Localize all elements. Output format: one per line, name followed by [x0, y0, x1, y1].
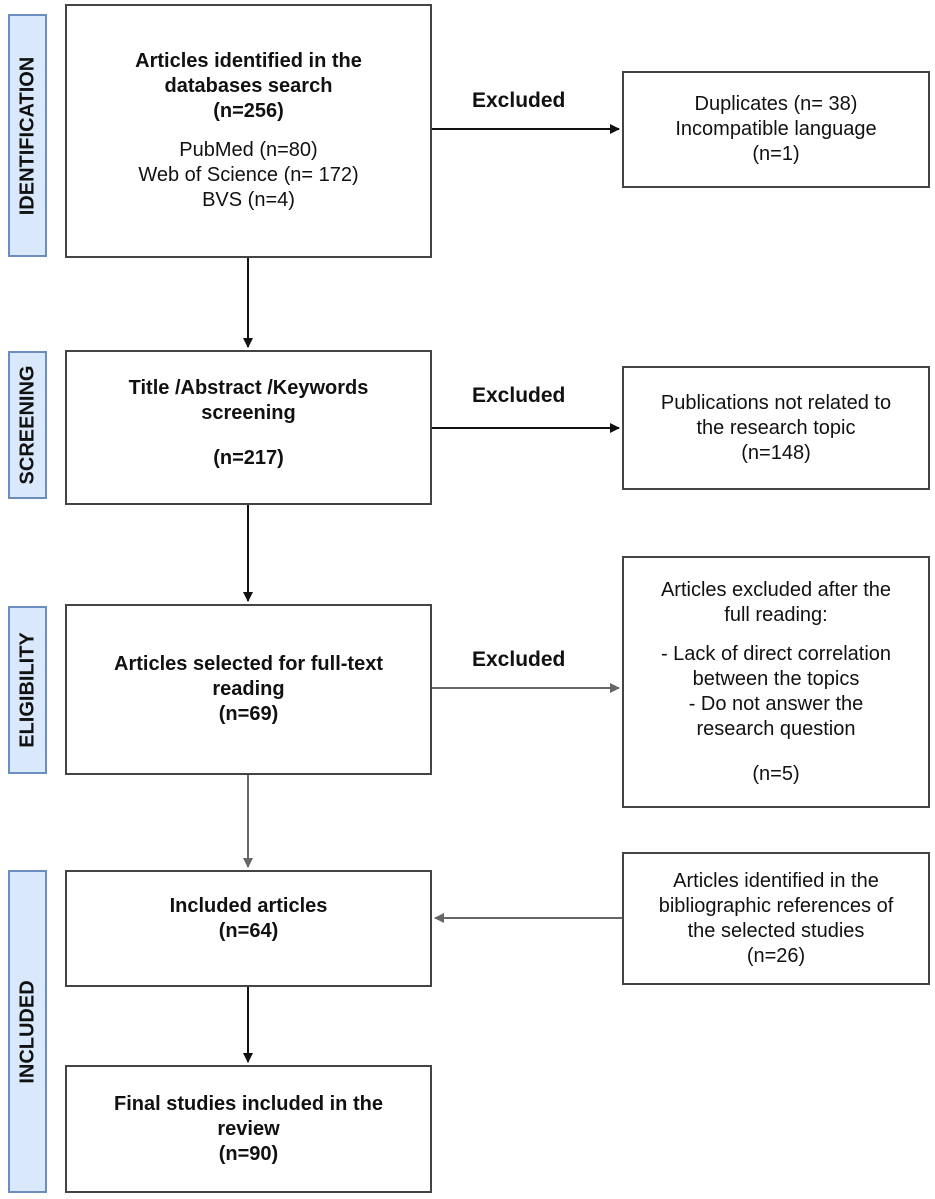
identified-title: Articles identified in the databases sea… — [135, 50, 362, 122]
excluded-topic-text: Publications not related to the research… — [660, 391, 892, 464]
box-excluded-topic: Publications not related to the research… — [622, 366, 930, 490]
stage-eligibility: ELIGIBILITY — [8, 606, 47, 774]
fulltext-title: Articles selected for full-text reading … — [114, 653, 383, 725]
box-screening: Title /Abstract /Keywords screening (n=2… — [65, 350, 432, 505]
excluded-reading-reasons: - Lack of direct correlation between the… — [660, 642, 892, 740]
box-references-added: Articles identified in the bibliographic… — [622, 852, 930, 985]
identified-sources: PubMed (n=80) Web of Science (n= 172) BV… — [138, 139, 359, 211]
stage-identification: IDENTIFICATION — [8, 14, 47, 257]
references-added-text: Articles identified in the bibliographic… — [658, 869, 894, 967]
included-title: Included articles (n=64) — [169, 895, 328, 942]
excluded-reading-count: (n=5) — [752, 762, 800, 785]
box-excluded-duplicates: Duplicates (n= 38) Incompatible language… — [622, 71, 930, 188]
screening-count: (n=217) — [213, 447, 284, 469]
excluded-label-1: Excluded — [472, 89, 566, 112]
box-final: Final studies included in the review (n=… — [65, 1065, 432, 1193]
excluded-label-2: Excluded — [472, 384, 566, 407]
excluded-duplicates-text: Duplicates (n= 38) Incompatible language… — [675, 93, 877, 165]
screening-title: Title /Abstract /Keywords screening — [128, 377, 369, 424]
box-fulltext: Articles selected for full-text reading … — [65, 604, 432, 775]
stage-screening: SCREENING — [8, 351, 47, 499]
final-title: Final studies included in the review (n=… — [114, 1092, 383, 1165]
box-identified: Articles identified in the databases sea… — [65, 4, 432, 258]
excluded-label-3: Excluded — [472, 648, 566, 671]
stage-included: INCLUDED — [8, 870, 47, 1193]
box-included: Included articles (n=64) — [65, 870, 432, 987]
box-excluded-reading: Articles excluded after the full reading… — [622, 556, 930, 808]
excluded-reading-heading: Articles excluded after the full reading… — [660, 578, 892, 626]
